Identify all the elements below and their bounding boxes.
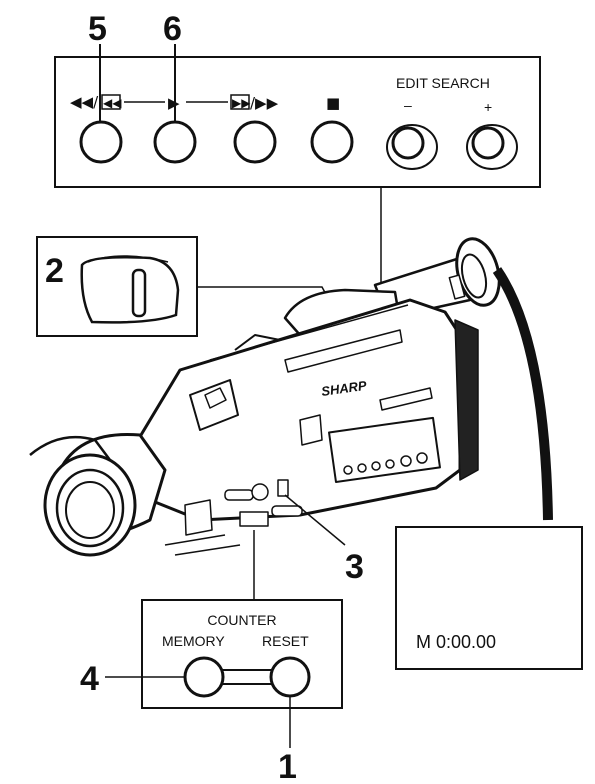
- edit-search-label: EDIT SEARCH: [396, 75, 490, 91]
- edit-search-plus-label: +: [484, 99, 492, 115]
- callout-1: 1: [278, 748, 297, 784]
- counter-title: COUNTER: [207, 612, 276, 628]
- rewind-button[interactable]: [81, 122, 121, 162]
- edit-search-plus-button[interactable]: [467, 125, 517, 169]
- memory-button[interactable]: [185, 658, 223, 696]
- callout-3: 3: [345, 548, 364, 586]
- counter-button-panel: COUNTER MEMORY RESET: [142, 600, 342, 708]
- callout-6: 6: [163, 10, 182, 48]
- fast-forward-symbol: /▶▶: [250, 94, 279, 112]
- counter-readout: M 0:00.00: [416, 632, 496, 652]
- stop-button[interactable]: [312, 122, 352, 162]
- cue-symbol: ▶▶: [232, 96, 251, 110]
- counter-display: M 0:00.00: [396, 527, 582, 669]
- stop-symbol: ■: [326, 94, 340, 112]
- edit-search-minus-button[interactable]: [387, 125, 437, 169]
- play-button[interactable]: [155, 122, 195, 162]
- rewind-symbol: ◀◀/: [70, 93, 99, 111]
- fast-forward-button[interactable]: [235, 122, 275, 162]
- reset-button[interactable]: [271, 658, 309, 696]
- callout-2: 2: [45, 252, 64, 290]
- edit-search-minus-label: –: [404, 97, 412, 113]
- eject-lever[interactable]: [133, 270, 145, 316]
- callout-4: 4: [80, 660, 99, 698]
- reset-label: RESET: [262, 633, 309, 649]
- callout-5: 5: [88, 10, 107, 48]
- review-symbol: ◀◀: [103, 96, 122, 110]
- playback-button-panel: ◀◀/ ◀◀ ▶ ▶▶ /▶▶ ■ EDIT SEARCH – +: [55, 57, 540, 187]
- memory-label: MEMORY: [162, 633, 225, 649]
